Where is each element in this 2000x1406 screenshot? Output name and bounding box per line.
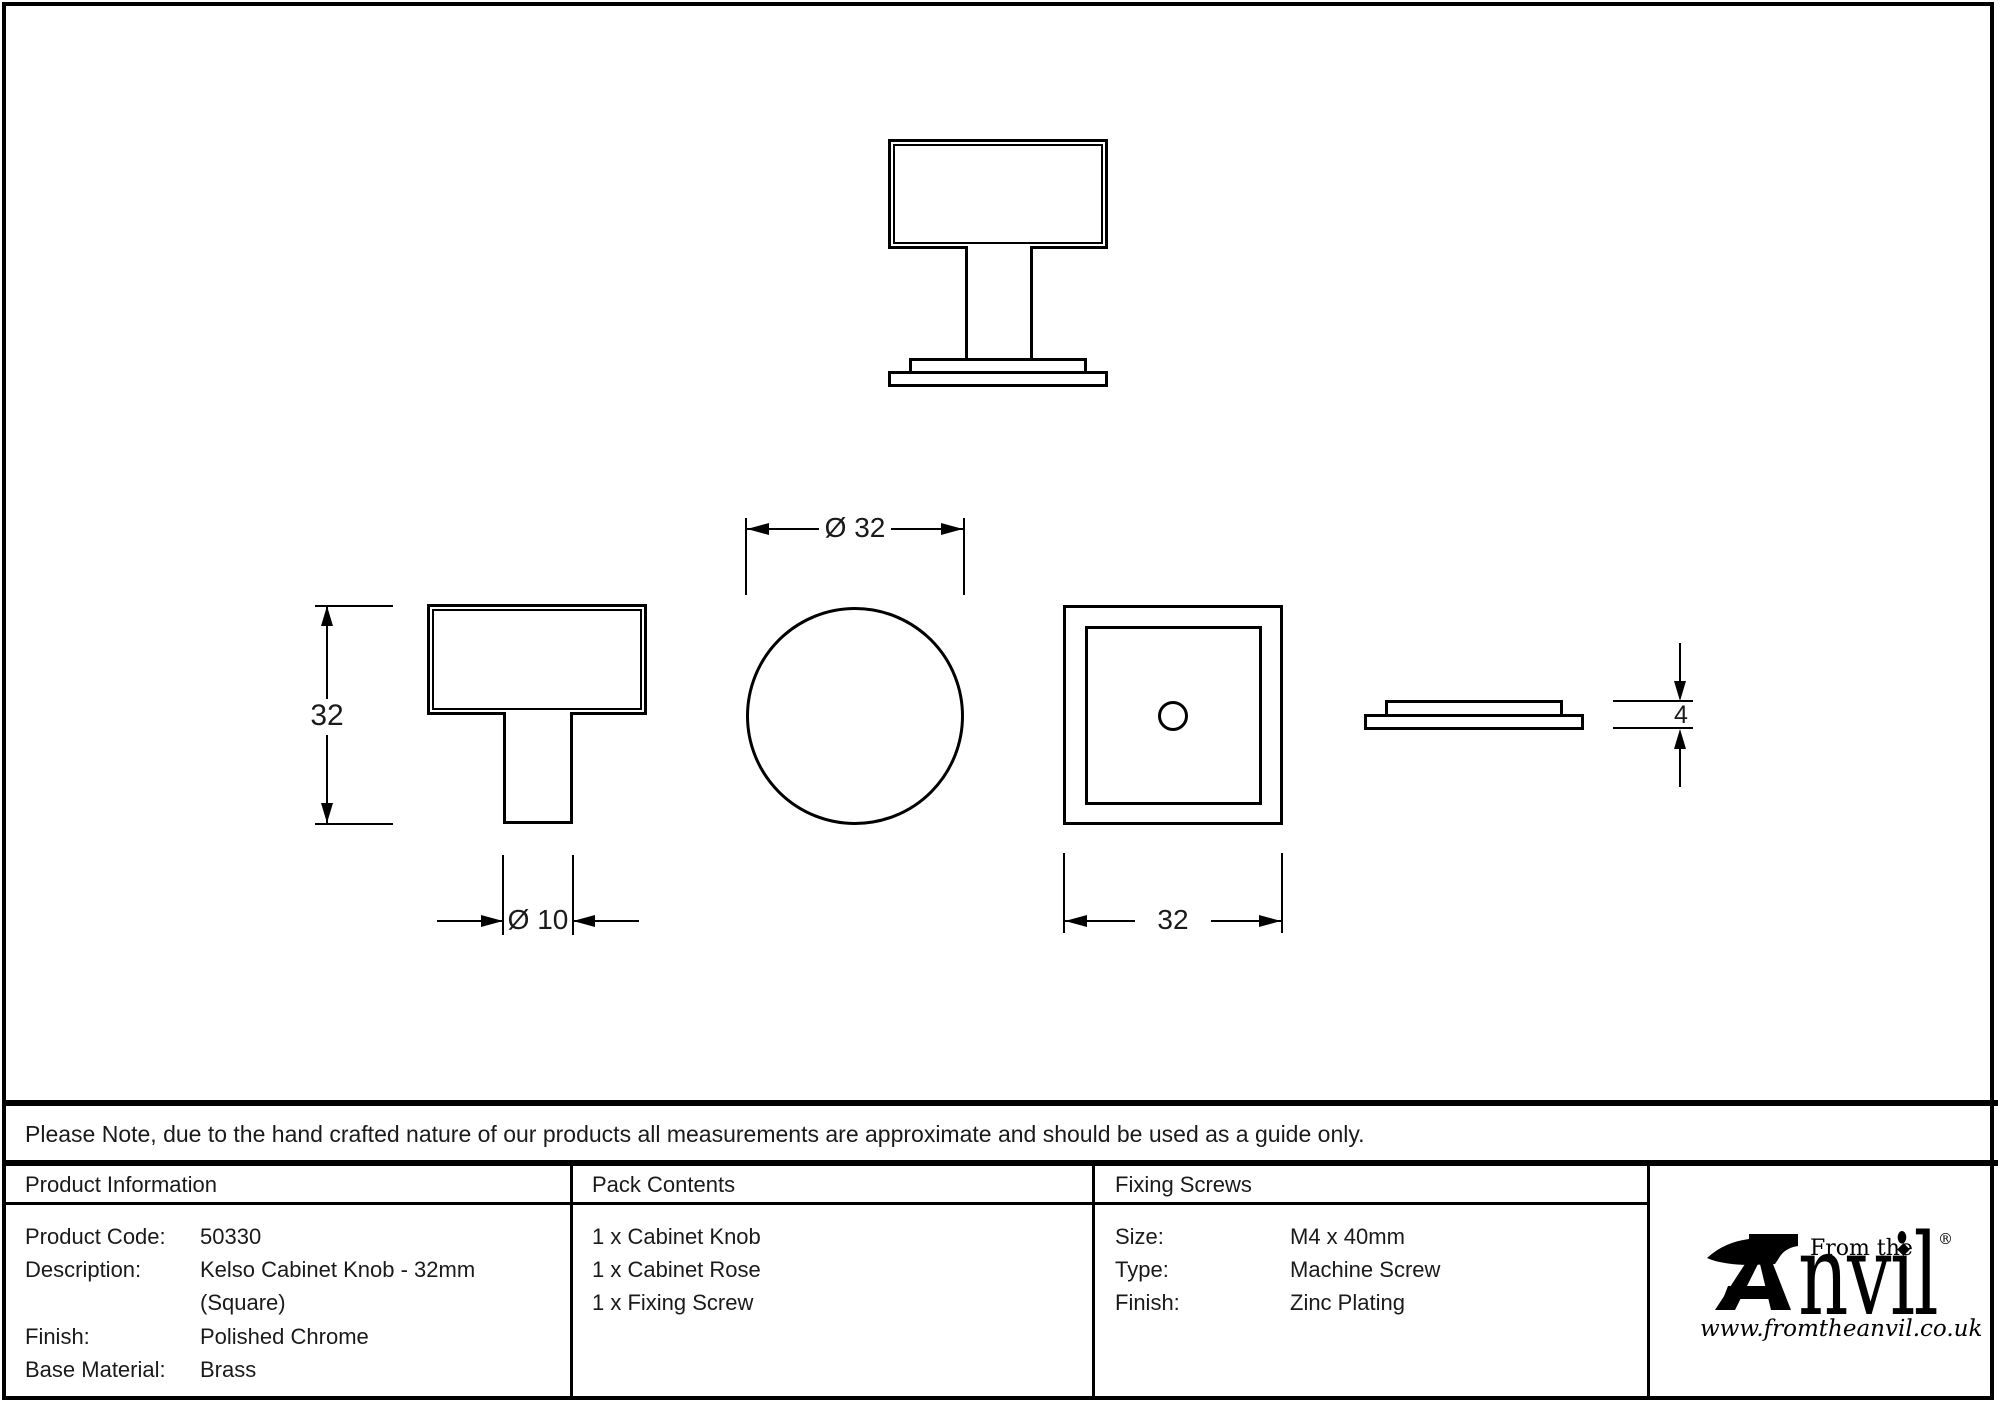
fixing-screws-value: Zinc Plating <box>1290 1290 1405 1315</box>
dim-label-rose-thickness: 4 <box>1674 701 1688 729</box>
arrow-up-icon <box>321 606 333 626</box>
arrow-right-icon <box>1259 915 1281 927</box>
product-info-value: Brass <box>200 1357 257 1382</box>
fixing-screws-title: Fixing Screws <box>1115 1172 1252 1197</box>
dim-extension-line <box>963 518 965 595</box>
arrow-right-icon <box>941 523 963 535</box>
dim-label-back-width: 32 <box>1140 905 1206 934</box>
arrow-down-icon <box>1674 681 1686 701</box>
product-info-value: (Square) <box>200 1290 286 1315</box>
product-info-label: Description: <box>25 1257 142 1282</box>
dim-line <box>1679 643 1681 691</box>
anvil-icon <box>1707 1234 1798 1310</box>
brand-website: www.fromtheanvil.co.uk <box>1700 1316 1983 1342</box>
product-info-label: Product Code: <box>25 1224 166 1249</box>
pack-contents-item: 1 x Cabinet Rose <box>592 1257 761 1282</box>
dim-line <box>573 920 639 922</box>
table-column-divider <box>1647 1166 1650 1400</box>
pack-contents-item: 1 x Fixing Screw <box>592 1290 754 1315</box>
fixing-screws-value: Machine Screw <box>1290 1257 1441 1282</box>
arrow-down-icon <box>321 803 333 823</box>
dim-tick <box>315 605 393 607</box>
dim-line <box>1679 738 1681 787</box>
table-column-divider <box>570 1166 573 1400</box>
dim-line <box>326 735 328 823</box>
divider-thick <box>2 1100 1998 1106</box>
product-info-label: Finish: <box>25 1324 90 1349</box>
dim-line <box>1065 920 1135 922</box>
pack-contents-title: Pack Contents <box>592 1172 736 1197</box>
front-rose-lower-tier <box>888 371 1108 387</box>
fixing-screws-label: Type: <box>1115 1257 1169 1282</box>
dim-extension-line <box>1063 853 1065 933</box>
fixing-screws-label: Size: <box>1115 1224 1164 1249</box>
dim-label-knob-diameter: Ø 32 <box>820 513 890 542</box>
dim-line <box>326 607 328 699</box>
registered-mark: ® <box>1938 1230 1953 1248</box>
product-info-value: 50330 <box>200 1224 262 1249</box>
dim-extension-line <box>502 855 504 935</box>
arrow-left-icon <box>1065 915 1087 927</box>
arrow-right-icon <box>481 915 503 927</box>
dim-extension-line <box>572 855 574 935</box>
front-knob-stem <box>965 246 1033 360</box>
dim-label-stem-diameter: Ø 10 <box>505 905 571 934</box>
disclaimer-text: Please Note, due to the hand crafted nat… <box>25 1121 1365 1147</box>
table-column-divider <box>1092 1166 1095 1400</box>
dim-extension-line <box>1281 853 1283 933</box>
brand-name: nvil <box>1798 1211 1939 1341</box>
dim-line <box>891 528 963 530</box>
front-knob-head-inner <box>893 144 1103 244</box>
product-info-value: Kelso Cabinet Knob - 32mm <box>200 1257 476 1282</box>
dim-line <box>1211 920 1281 922</box>
table-header-underline <box>2 1202 1647 1205</box>
fixing-screws-label: Finish: <box>1115 1290 1180 1315</box>
screw-hole <box>1158 701 1188 731</box>
fixing-screws-value: M4 x 40mm <box>1290 1224 1405 1249</box>
dim-tick <box>1613 700 1693 702</box>
product-info-label: Base Material: <box>25 1357 166 1382</box>
product-info-title: Product Information <box>25 1172 217 1197</box>
arrow-up-icon <box>1674 729 1686 749</box>
knob-top-circle <box>746 607 964 825</box>
dim-line <box>747 528 819 530</box>
dim-label-height: 32 <box>302 700 352 732</box>
side-knob-head-inner <box>432 609 642 710</box>
product-info-value: Polished Chrome <box>200 1324 369 1349</box>
dim-extension-line <box>745 518 747 595</box>
dim-line <box>437 920 503 922</box>
side-knob-stem <box>503 712 573 824</box>
brand-prefix: From the <box>1810 1236 1913 1261</box>
dim-tick <box>1613 727 1693 729</box>
dim-tick <box>315 823 393 825</box>
divider-thick <box>2 1160 1998 1166</box>
rose-profile-lower <box>1364 714 1584 730</box>
arrow-left-icon <box>747 523 769 535</box>
arrow-left-icon <box>573 915 595 927</box>
pack-contents-item: 1 x Cabinet Knob <box>592 1224 761 1249</box>
